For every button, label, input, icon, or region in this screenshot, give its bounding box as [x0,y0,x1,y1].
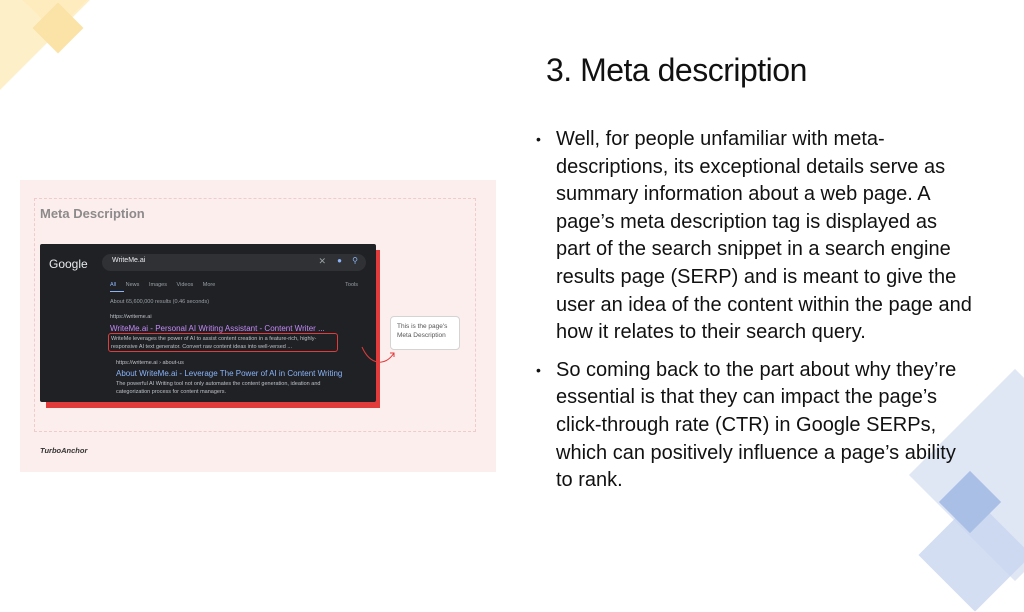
result-url: https://writeme.ai › about-us [116,360,184,366]
callout-label: This is the page's Meta Description [390,316,460,350]
result-description: The powerful AI Writing tool not only au… [116,381,321,395]
result-title: About WriteMe.ai - Leverage The Power of… [116,369,343,378]
results-count: About 65,600,000 results (0.46 seconds) [110,299,210,305]
search-icon: ⚲ [352,256,358,265]
tools-label: Tools [345,282,358,288]
result-url: https://writeme.ai [110,314,152,320]
tab-videos: Videos [176,282,194,288]
meta-description-image: Meta Description Google WriteMe.ai ✕ ● ⚲… [20,180,496,472]
active-tab-indicator [110,291,124,292]
tab-all: All [110,282,117,288]
mic-icon: ● [337,256,342,265]
slide-title: 3. Meta description [546,52,807,88]
result-title: WriteMe.ai - Personal AI Writing Assista… [110,324,325,333]
search-query: WriteMe.ai [112,257,146,264]
image-heading: Meta Description [40,206,145,221]
search-bar: WriteMe.ai ✕ ● ⚲ [102,254,366,271]
bullet-item: • Well, for people unfamiliar with meta-d… [532,126,972,347]
search-tabs: All News Images Videos More [110,282,223,288]
callout-arrow-icon [361,346,395,363]
clear-icon: ✕ [318,256,326,266]
google-logo: Google [49,257,88,271]
bullet-icon: • [536,131,541,147]
highlighted-meta-description: WriteMe leverages the power of AI to ass… [108,333,338,352]
bullet-text: Well, for people unfamiliar with meta-de… [556,128,972,344]
bullet-text: So coming back to the part about why the… [556,358,957,492]
brand-logo: TurboAnchor [40,446,88,455]
tab-news: News [125,282,140,288]
tab-images: Images [148,282,167,288]
tab-more: More [202,282,216,288]
bullet-item: • So coming back to the part about why th… [532,357,972,495]
bullet-list: • Well, for people unfamiliar with meta-d… [532,126,972,505]
image-frame [34,198,476,432]
bullet-icon: • [536,361,541,378]
serp-screenshot: Google WriteMe.ai ✕ ● ⚲ All News Images … [40,244,376,402]
